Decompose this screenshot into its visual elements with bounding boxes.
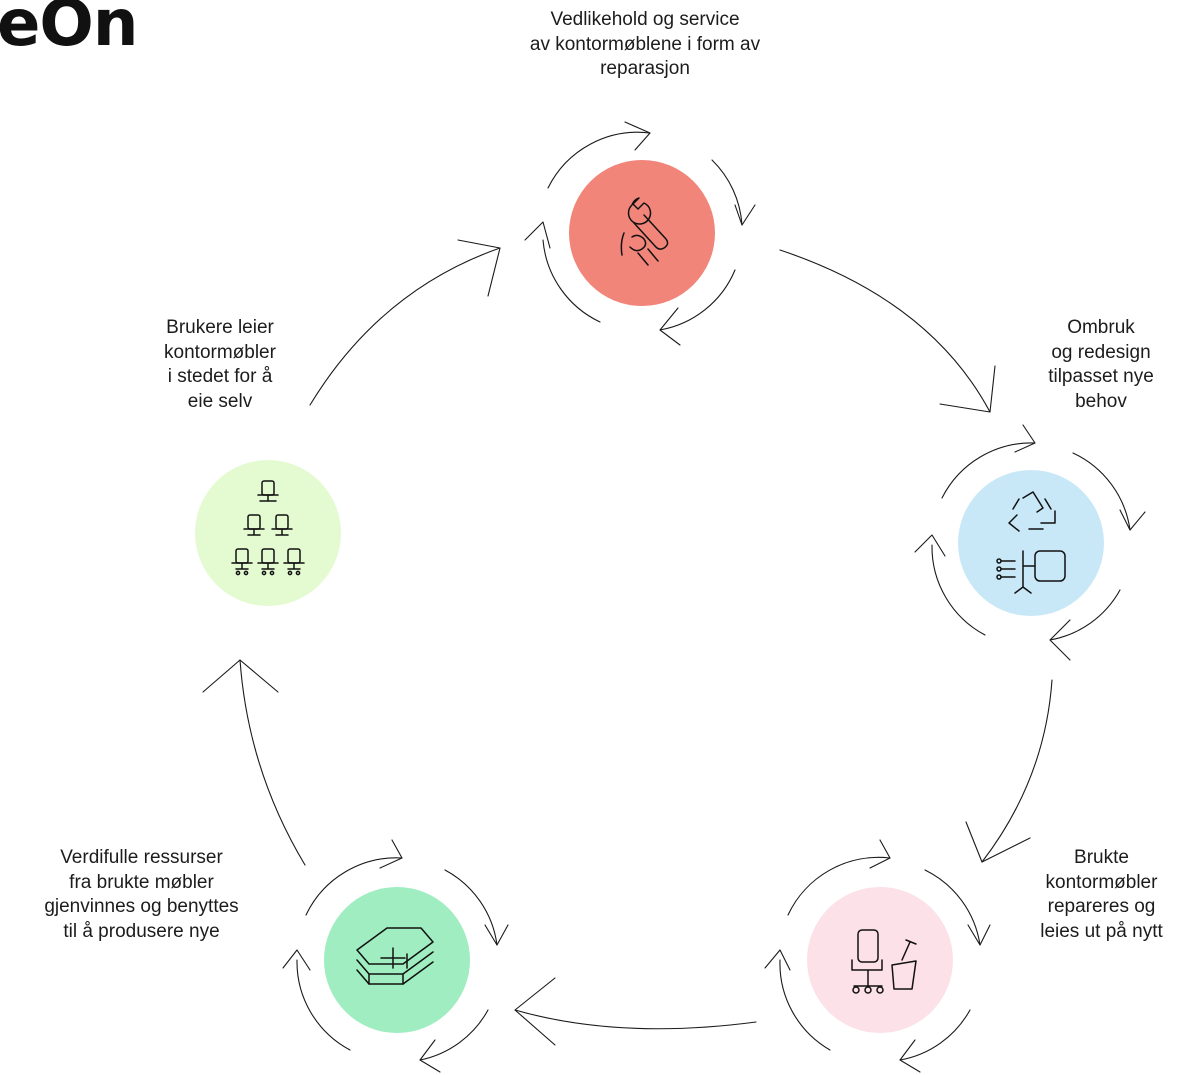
material-layers-icon (356, 927, 434, 985)
arrow-repair-to-reuse (779, 249, 996, 413)
node-rent-again (764, 839, 991, 1073)
reuse-ring-arrows (914, 424, 1146, 661)
wrench-hand-icon (620, 197, 669, 266)
step-label-reuse: Ombruk og redesign tilpasset nye behov (1048, 317, 1154, 412)
cycle-arrows (202, 239, 1053, 1046)
page-title: eOn (0, 0, 138, 61)
step-label-rent: Brukere leier kontormøbler i stedet for … (164, 317, 276, 412)
recycle-ring-arrows (282, 839, 509, 1073)
node-recycle (282, 839, 509, 1073)
arrow-reuse-to-rent-again (965, 679, 1053, 863)
recycle-circle (324, 887, 470, 1033)
repair-circle (569, 160, 715, 306)
step-label-repair: Vedlikehold og service av kontormøblene … (529, 9, 761, 79)
rent-circle (195, 460, 341, 606)
recycle-chair-icon (996, 491, 1066, 594)
arrow-rent-again-to-recycle (514, 977, 757, 1046)
reuse-circle (958, 470, 1104, 616)
arrow-rent-to-repair (309, 239, 501, 406)
chair-cleaning-icon (851, 929, 917, 994)
step-label-rent-again: Brukte kontormøbler repareres og leies u… (1040, 847, 1163, 942)
rent-again-circle (807, 887, 953, 1033)
step-label-recycle: Verdifulle ressurser fra brukte møbler g… (44, 847, 239, 942)
node-reuse (914, 424, 1146, 661)
node-rent (195, 460, 341, 606)
arrow-recycle-to-rent (202, 659, 306, 866)
chair-stack-icon (231, 480, 305, 576)
rent-again-ring-arrows (764, 839, 991, 1073)
repair-ring-arrows (524, 121, 756, 346)
node-repair (524, 121, 756, 346)
